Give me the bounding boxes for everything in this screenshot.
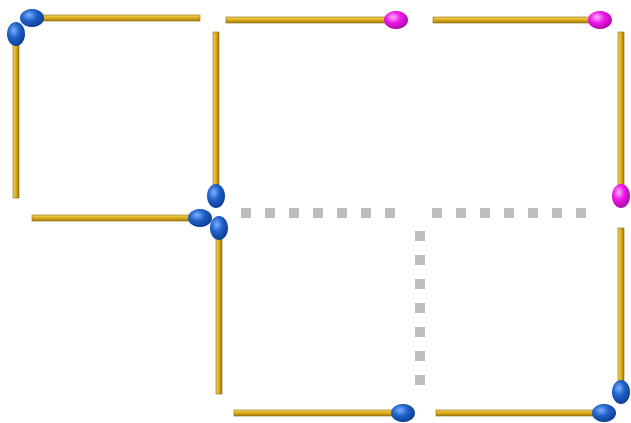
matchstick-head-blue xyxy=(592,404,616,422)
matchstick-body xyxy=(32,15,200,21)
matchstick-head-blue xyxy=(7,22,25,46)
matchstick-lower-middle-vertical[interactable] xyxy=(210,216,228,394)
matchstick-body xyxy=(618,228,624,392)
matchstick-head-blue xyxy=(20,9,44,27)
matchstick-head-blue xyxy=(207,184,225,208)
matchstick-head-magenta xyxy=(384,11,408,29)
matchstick-body xyxy=(32,215,200,221)
matchstick-top-right-horizontal[interactable] xyxy=(433,11,612,29)
matchstick-bottom-middle-horizontal[interactable] xyxy=(234,404,415,422)
matchstick-body xyxy=(436,410,604,416)
matchstick-head-blue xyxy=(210,216,228,240)
matchstick-lower-right-vertical[interactable] xyxy=(612,228,630,404)
matchstick-upper-middle-vertical[interactable] xyxy=(207,32,225,208)
matchstick-head-blue xyxy=(612,380,630,404)
matchstick-head-blue xyxy=(391,404,415,422)
matchstick-body xyxy=(226,17,396,23)
matchstick-body xyxy=(216,228,222,394)
matchstick-body xyxy=(234,410,403,416)
empty-slots-layer xyxy=(241,213,598,392)
matchstick-top-left-horizontal[interactable] xyxy=(20,9,200,27)
matchstick-upper-right-vertical[interactable] xyxy=(612,32,630,208)
matchstick-middle-left-horizontal[interactable] xyxy=(32,209,212,227)
matchstick-body xyxy=(618,32,624,196)
matchstick-top-middle-horizontal[interactable] xyxy=(226,11,408,29)
matchstick-body xyxy=(433,17,600,23)
matchstick-upper-left-vertical[interactable] xyxy=(7,22,25,198)
matchstick-body xyxy=(13,34,19,198)
matchstick-bottom-right-horizontal[interactable] xyxy=(436,404,616,422)
matchstick-body xyxy=(213,32,219,196)
matchstick-head-blue xyxy=(188,209,212,227)
matchstick-head-magenta xyxy=(612,184,630,208)
matchstick-head-magenta xyxy=(588,11,612,29)
